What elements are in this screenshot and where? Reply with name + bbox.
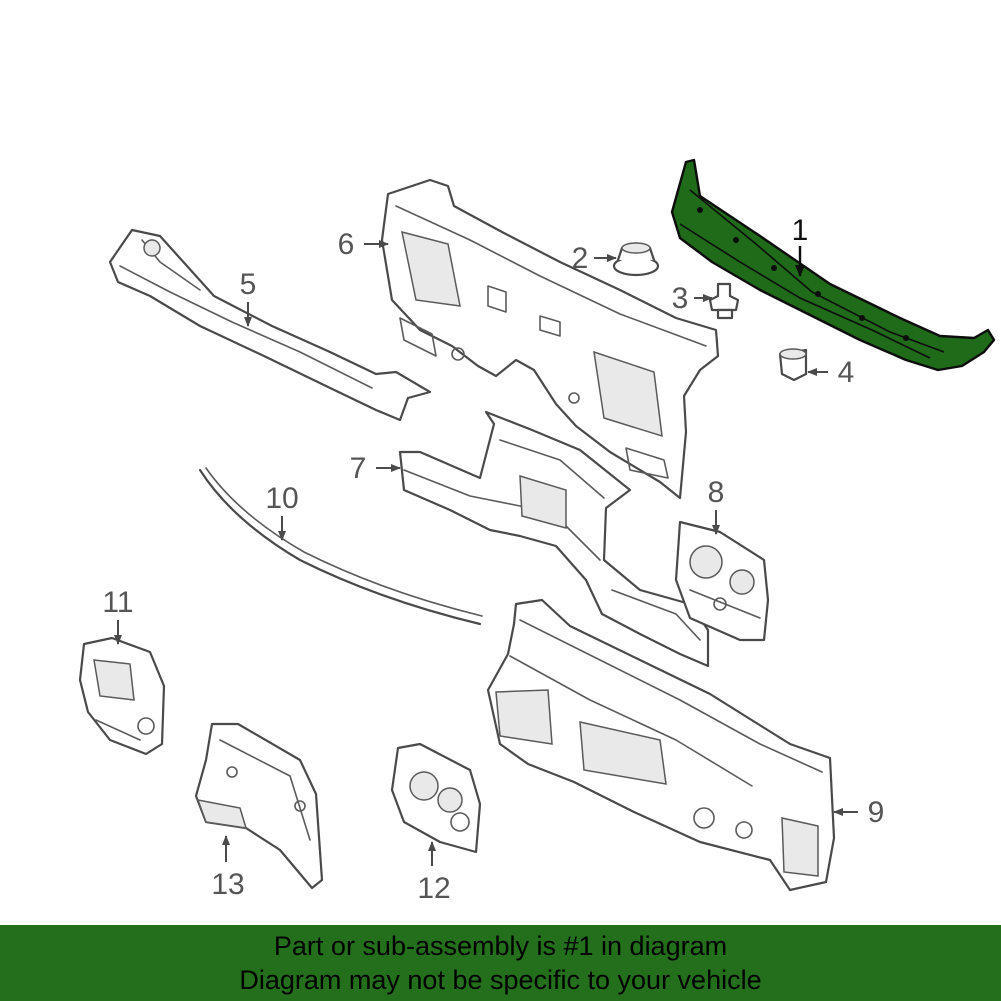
callout-13: 13 — [211, 868, 244, 901]
banner-line-1: Part or sub-assembly is #1 in diagram — [273, 931, 728, 961]
callout-12: 12 — [417, 872, 450, 905]
callout-11: 11 — [102, 586, 133, 619]
part-13-bracket — [194, 722, 324, 890]
callout-4: 4 — [838, 356, 855, 389]
part-3-clip — [708, 282, 740, 320]
callout-5: 5 — [240, 268, 257, 301]
part-9-bulkhead — [486, 598, 836, 892]
callout-9: 9 — [868, 796, 885, 829]
callout-8: 8 — [708, 476, 725, 509]
info-banner: Part or sub-assembly is #1 in diagram Di… — [0, 925, 1001, 1001]
callout-6: 6 — [338, 228, 355, 261]
part-1-cowl-panel — [670, 158, 996, 372]
callout-3: 3 — [672, 282, 689, 315]
part-11-insulator — [78, 636, 166, 756]
part-10-seal — [198, 467, 483, 626]
part-5-reinforcement — [108, 228, 432, 422]
part-8-insulator — [674, 520, 770, 642]
callout-10: 10 — [265, 482, 298, 515]
part-6-dash-panel — [380, 178, 720, 500]
callout-7: 7 — [350, 452, 367, 485]
banner-line-2: Diagram may not be specific to your vehi… — [239, 965, 762, 995]
callout-1: 1 — [792, 214, 809, 247]
part-7-tunnel-brace — [398, 410, 710, 668]
parts-diagram: 1 2 3 4 5 6 7 8 9 10 11 12 13 — [78, 158, 996, 905]
part-4-bushing — [778, 348, 808, 382]
callout-2: 2 — [572, 242, 589, 275]
part-2-grommet — [612, 242, 660, 277]
part-12-insulator — [390, 742, 482, 854]
